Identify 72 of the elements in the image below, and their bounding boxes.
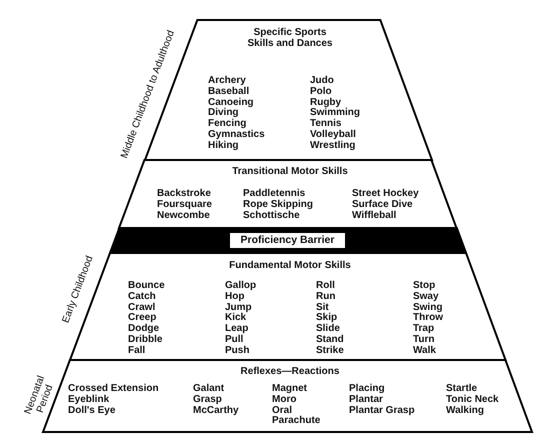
skill-name: Doll's Eye [68, 404, 116, 416]
skill-name: Fencing [208, 118, 246, 130]
skill-name: Diving [208, 107, 239, 118]
skill-name: Placing [349, 383, 385, 394]
skill-name: Crossed Extension [68, 383, 159, 394]
skill-name: Wrestling [310, 140, 356, 151]
skill-name: Hiking [208, 140, 239, 151]
tier-heading: Transitional Motor Skills [231, 166, 349, 177]
skill-name: Dribble [128, 334, 162, 345]
skill-name: Oral [272, 404, 292, 416]
skill-name: Baseball [208, 86, 250, 97]
skill-name: Canoeing [208, 96, 254, 108]
skill-name: Push [224, 344, 250, 356]
skill-name: Galant [193, 383, 224, 394]
skill-name: Volleyball [310, 129, 356, 140]
skill-name: Gymnastics [208, 129, 265, 140]
skill-name: Skip [316, 312, 338, 324]
skill-name: Dodge [128, 323, 160, 334]
skill-name: Foursquare [156, 198, 212, 210]
skill-name: Eyeblink [68, 394, 110, 405]
skill-name: Swing [412, 302, 442, 313]
tier-heading: Specific Sports Skills and Dances [246, 27, 334, 49]
skill-name: Pull [224, 334, 244, 345]
skill-name: Kick [224, 312, 246, 324]
skill-name: Newcombe [156, 210, 210, 221]
skill-name: Slide [316, 323, 340, 334]
skill-name: Plantar [349, 394, 383, 405]
skill-name: Throw [412, 312, 443, 324]
skill-name: Magnet [272, 383, 307, 394]
skill-name: Schottische [242, 210, 300, 221]
skill-name: Catch [128, 290, 156, 302]
skill-name: Parachute [272, 415, 320, 426]
skill-name: Backstroke [156, 188, 211, 199]
tier-heading: Reflexes—Reactions [240, 366, 340, 377]
skill-name: Crawl [128, 302, 156, 313]
skill-name: Grasp [193, 394, 222, 405]
skill-name: Moro [272, 394, 296, 405]
skill-name: Strike [316, 344, 344, 356]
skill-name: Trap [412, 323, 434, 334]
skill-name: Hop [224, 290, 244, 302]
skill-name: Stand [316, 334, 344, 345]
skill-name: Archery [208, 75, 246, 86]
skill-name: Creep [128, 312, 156, 324]
skill-name: Leap [224, 323, 248, 334]
skill-name: Jump [224, 302, 252, 313]
skill-name: Sit [316, 302, 329, 313]
skill-name: Walking [446, 404, 484, 416]
skill-name: Roll [316, 280, 335, 291]
skill-name: Tennis [310, 118, 342, 130]
skill-name: Startle [446, 383, 478, 394]
skill-name: Fall [128, 344, 146, 356]
skill-name: Surface Dive [352, 198, 413, 210]
skill-name: Turn [412, 334, 434, 345]
skill-name: Stop [412, 280, 436, 291]
skill-name: Plantar Grasp [349, 404, 415, 416]
skill-name: Polo [310, 86, 332, 97]
skill-name: Run [316, 290, 336, 302]
skill-name: Judo [310, 75, 334, 86]
skill-name: Rope Skipping [242, 198, 313, 210]
skill-name: McCarthy [193, 404, 239, 416]
skill-name: Wiffleball [352, 210, 396, 221]
skill-name: Swimming [310, 107, 360, 118]
barrier-label: Proficiency Barrier [230, 233, 345, 248]
skill-name: Bounce [128, 280, 165, 291]
tier-heading: Fundamental Motor Skills [228, 260, 352, 271]
skill-name: Street Hockey [352, 188, 419, 199]
skill-name: Tonic Neck [446, 394, 499, 405]
skill-name: Walk [412, 344, 436, 356]
skill-name: Sway [412, 290, 439, 302]
skill-name: Paddletennis [242, 188, 306, 199]
skill-name: Gallop [224, 280, 256, 291]
skill-name: Rugby [310, 96, 342, 108]
